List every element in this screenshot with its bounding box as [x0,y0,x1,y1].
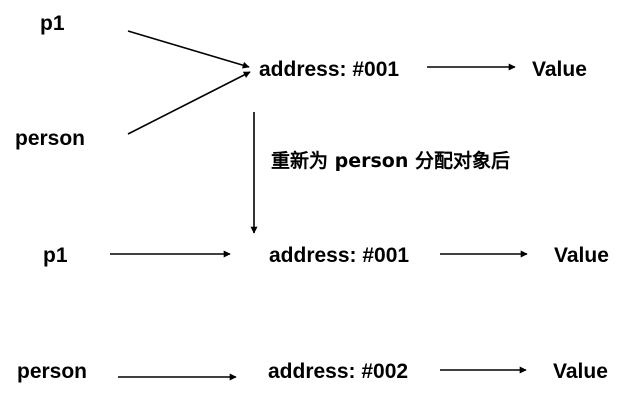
before-p1-arrow [127,30,250,69]
before-address: address: #001 [259,58,399,81]
before-value: Value [532,58,587,81]
after-person-value: Value [553,360,608,383]
after-p1-address: address: #001 [269,244,409,267]
transition-caption: 重新为 person 分配对象后 [271,149,510,172]
after-p1-value: Value [554,244,609,267]
before-person-arrow [127,71,251,135]
after-p1-label: p1 [43,244,68,267]
before-person-label: person [15,127,85,150]
after-person-label: person [17,360,87,383]
after-person-address: address: #002 [268,360,408,383]
before-p1-label: p1 [40,12,65,35]
